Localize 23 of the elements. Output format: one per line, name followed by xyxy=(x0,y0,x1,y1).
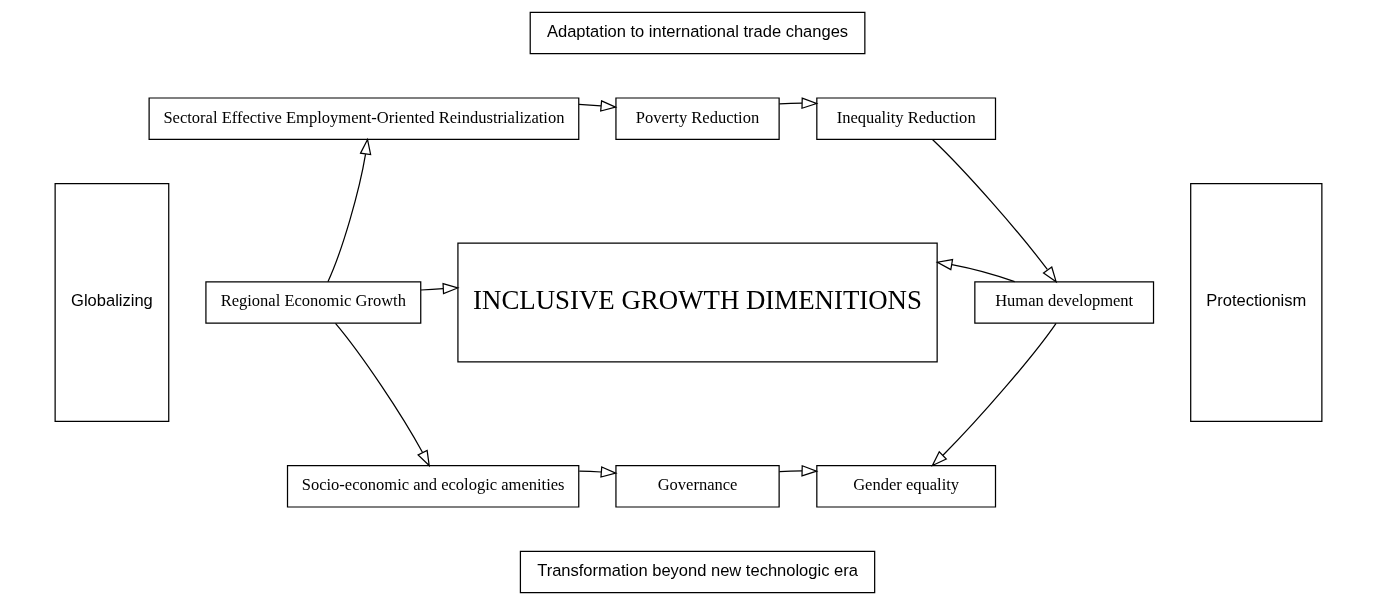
node-box: Adaptation to international trade changes xyxy=(529,11,866,55)
node-box: Globalizing xyxy=(54,183,170,422)
node-box: Governance xyxy=(615,465,780,508)
arrow xyxy=(778,97,819,110)
arrow xyxy=(778,464,819,477)
node-box: Sectoral Effective Employment-Oriented Reindustrialization xyxy=(148,97,580,140)
arrow xyxy=(578,466,618,478)
node-box: Gender equality xyxy=(816,465,997,508)
node-box: Poverty Reduction xyxy=(615,97,780,140)
arrow xyxy=(931,138,1058,284)
node-box: Socio-economic and ecologic amenities xyxy=(286,465,580,508)
arrow xyxy=(334,322,431,468)
node-box: INCLUSIVE GROWTH DIMENITIONS xyxy=(457,242,938,363)
node-box: Human development xyxy=(974,281,1155,324)
node-box: Regional Economic Growth xyxy=(205,281,422,324)
arrow xyxy=(420,282,460,295)
node-box: Inequality Reduction xyxy=(816,97,997,140)
arrow xyxy=(578,99,618,112)
arrow xyxy=(327,137,372,283)
node-box: Transformation beyond new technologic era xyxy=(519,550,876,594)
arrow xyxy=(931,322,1057,467)
node-box: Protectionism xyxy=(1190,183,1323,422)
arrow xyxy=(935,258,1016,283)
